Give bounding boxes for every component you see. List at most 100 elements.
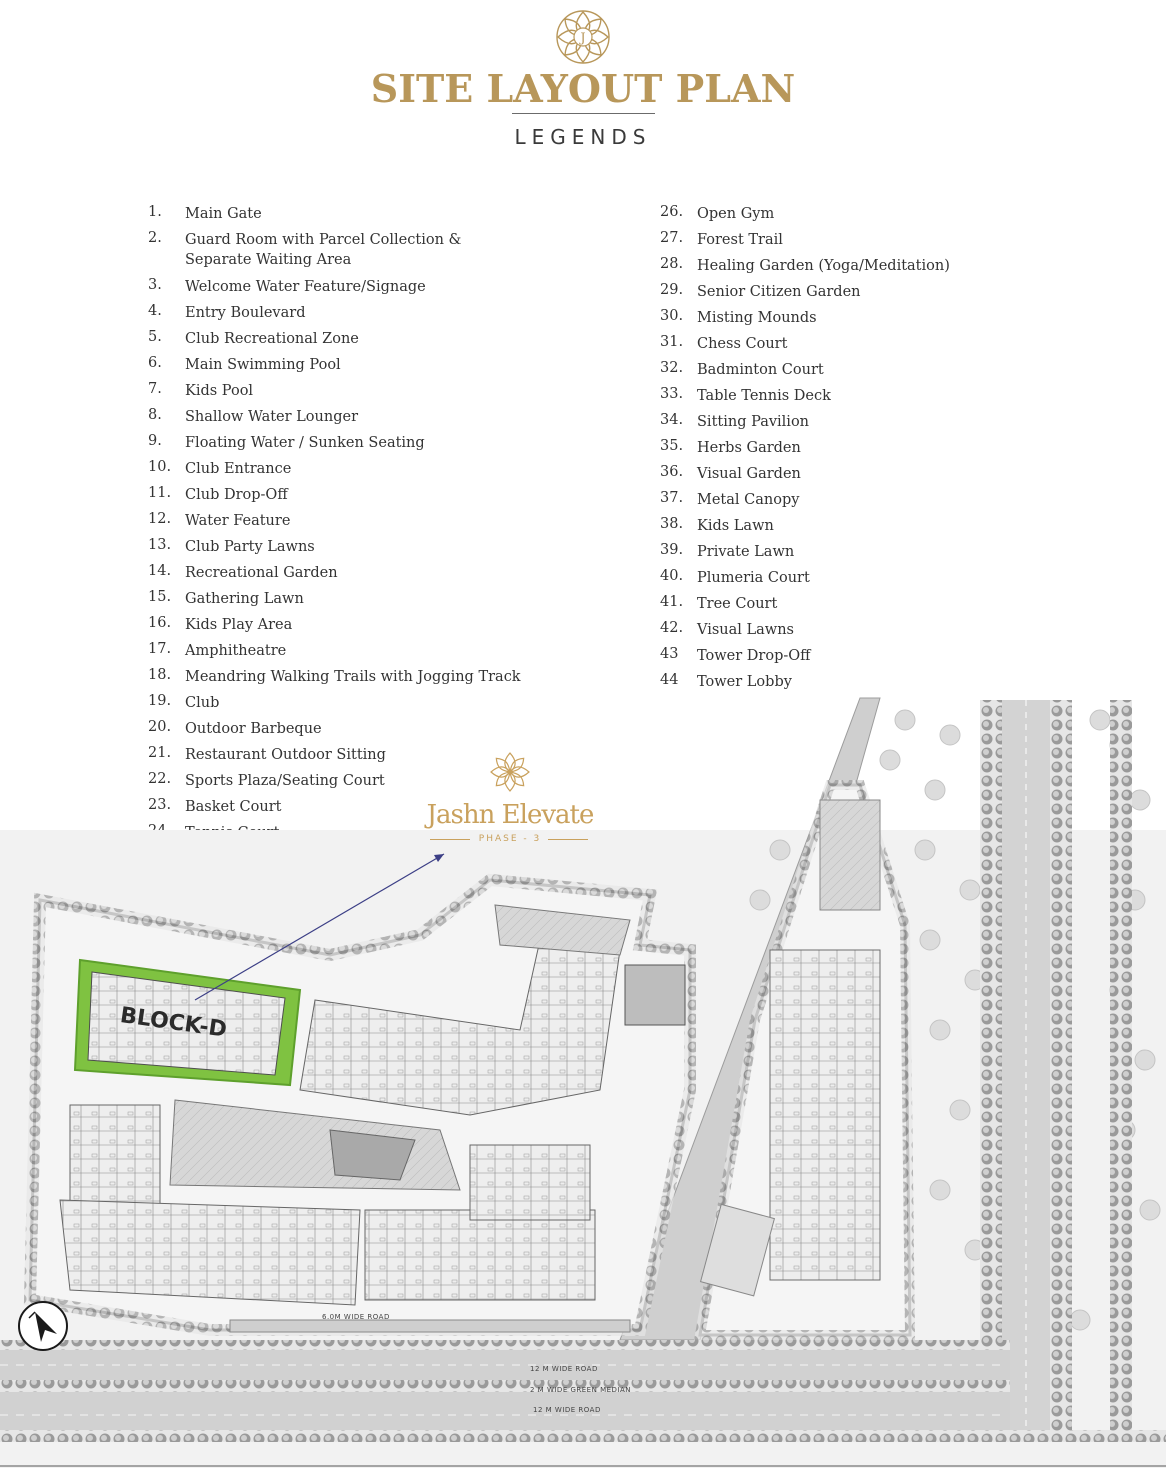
- legend-label: Kids Pool: [185, 383, 254, 399]
- legend-item: 32.Badminton Court: [660, 360, 1042, 380]
- legend-label: Amphitheatre: [185, 643, 287, 659]
- legend-label: Club: [185, 695, 220, 711]
- legend-number: 41.: [660, 594, 684, 610]
- green-median: [0, 1380, 1010, 1392]
- tree-row: [1110, 700, 1132, 1440]
- legend-label: Sitting Pavilion: [697, 414, 810, 430]
- legend-item: 23.Basket Court: [148, 797, 530, 817]
- legend-number: 1.: [148, 204, 162, 220]
- residential-block: [299, 939, 621, 1116]
- main-road-label-top: 12 M WIDE ROAD: [530, 1365, 598, 1373]
- legend-number: 26.: [660, 204, 684, 220]
- legend-label: Forest Trail: [697, 232, 783, 248]
- brand-logo: Jashn Elevate PHASE - 3: [420, 750, 600, 850]
- legend-number: 15.: [148, 589, 172, 605]
- brand-name: Jashn Elevate: [426, 800, 595, 830]
- legend-label: Meandring Walking Trails with Jogging Tr…: [185, 669, 521, 685]
- legend-label: Guard Room with Parcel Collection & Sepa…: [185, 232, 462, 268]
- legend-number: 38.: [660, 516, 684, 532]
- legend-label: Kids Lawn: [697, 518, 774, 534]
- club-building: [469, 1144, 591, 1221]
- legend-item: 1. Main Gate: [148, 204, 530, 224]
- legend-item: 18. Meandring Walking Trails with Jogging…: [148, 667, 530, 687]
- legend-number: 17.: [148, 641, 172, 657]
- legend-label: Restaurant Outdoor Sitting: [185, 747, 386, 763]
- legend-item: 12.Water Feature: [148, 511, 530, 531]
- legend-item: 30.Misting Mounds: [660, 308, 1042, 328]
- legend-item: 8.Shallow Water Lounger: [148, 407, 530, 427]
- legend-label: Club Drop-Off: [185, 487, 288, 503]
- lotus-monogram-logo: [490, 752, 530, 792]
- legend-number: 3.: [148, 277, 162, 293]
- title-divider: [512, 113, 655, 114]
- legend-number: 29.: [660, 282, 684, 298]
- legend-item: 27. Forest Trail: [660, 230, 1042, 250]
- legend-item: 11. Club Drop-Off: [148, 485, 530, 505]
- legend-number: 44: [660, 672, 679, 688]
- legend-label: Tower Drop-Off: [697, 648, 811, 664]
- legend-label: Main Gate: [185, 206, 262, 222]
- legend-item: 9.Floating Water / Sunken Seating: [148, 433, 530, 453]
- legend-label: Club Recreational Zone: [185, 331, 359, 347]
- legend-label: Welcome Water Feature/Signage: [185, 279, 426, 295]
- residential-block: [69, 1104, 161, 1206]
- legend-number: 33.: [660, 386, 684, 402]
- legend-item: 40.Plumeria Court: [660, 568, 1042, 588]
- page-title: SITE LAYOUT PLAN: [370, 66, 796, 111]
- legend-number: 6.: [148, 355, 162, 371]
- legend-number: 4.: [148, 303, 162, 319]
- legend-item: 22.Sports Plaza/Seating Court: [148, 771, 530, 791]
- legend-right-column: 26. Open Gym 27. Forest Trail 28. Healing Gar…: [660, 204, 1060, 704]
- swimming-pool: [329, 1129, 416, 1181]
- legend-item: 26. Open Gym: [660, 204, 1042, 224]
- legend-label: Main Swimming Pool: [185, 357, 341, 373]
- legend-label: Entry Boulevard: [185, 305, 306, 321]
- block-d-building: [87, 971, 286, 1076]
- legend-item: 15. Gathering Lawn: [148, 589, 530, 609]
- legend-item: 4. Entry Boulevard: [148, 303, 530, 323]
- legend-item: 5. Club Recreational Zone: [148, 329, 530, 349]
- legend-item: 33. Table Tennis Deck: [660, 386, 1042, 406]
- legend-label: Recreational Garden: [185, 565, 338, 581]
- legend-number: 12.: [148, 511, 172, 527]
- legend-label: Senior Citizen Garden: [697, 284, 861, 300]
- legend-item: 28. Healing Garden (Yoga/Meditation): [660, 256, 1042, 276]
- legend-label: Outdoor Barbeque: [185, 721, 322, 737]
- legend-item: 21. Restaurant Outdoor Sitting: [148, 745, 530, 765]
- legend-label: Open Gym: [697, 206, 775, 222]
- legend-item: 14. Recreational Garden: [148, 563, 530, 583]
- legend-item: 43 Tower Drop-Off: [660, 646, 1042, 666]
- legend-number: 11.: [148, 485, 172, 501]
- legend-left-column: 1. Main Gate 2.Guard Room with Parcel Coll…: [148, 204, 548, 844]
- legend-number: 10.: [148, 459, 172, 475]
- legend-label: Table Tennis Deck: [697, 388, 831, 404]
- garden-area: [819, 799, 881, 911]
- legend-item: 2.Guard Room with Parcel Collection & Se…: [148, 230, 530, 270]
- legend-number: 43: [660, 646, 679, 662]
- legend-item: 17. Amphitheatre: [148, 641, 530, 661]
- legend-item: 7.Kids Pool: [148, 381, 530, 401]
- legend-number: 34.: [660, 412, 684, 428]
- legend-number: 23.: [148, 797, 172, 813]
- legend-number: 42.: [660, 620, 684, 636]
- legend-number: 30.: [660, 308, 684, 324]
- legend-label: Metal Canopy: [697, 492, 800, 508]
- page-subtitle: LEGENDS: [514, 125, 652, 149]
- legend-number: 14.: [148, 563, 172, 579]
- legend-item: 37.Metal Canopy: [660, 490, 1042, 510]
- legend-label: Gathering Lawn: [185, 591, 304, 607]
- internal-road: [229, 1319, 631, 1333]
- legend-item: 42.Visual Lawns: [660, 620, 1042, 640]
- legend-label: Chess Court: [697, 336, 788, 352]
- legend-number: 21.: [148, 745, 172, 761]
- legend-number: 28.: [660, 256, 684, 272]
- legend-label: Shallow Water Lounger: [185, 409, 359, 425]
- legend-number: 5.: [148, 329, 162, 345]
- legend-number: 27.: [660, 230, 684, 246]
- legend-item: 41.Tree Court: [660, 594, 1042, 614]
- legend-label: Healing Garden (Yoga/Meditation): [697, 258, 950, 274]
- legend-number: 35.: [660, 438, 684, 454]
- residential-block: [364, 1209, 596, 1301]
- legend-number: 18.: [148, 667, 172, 683]
